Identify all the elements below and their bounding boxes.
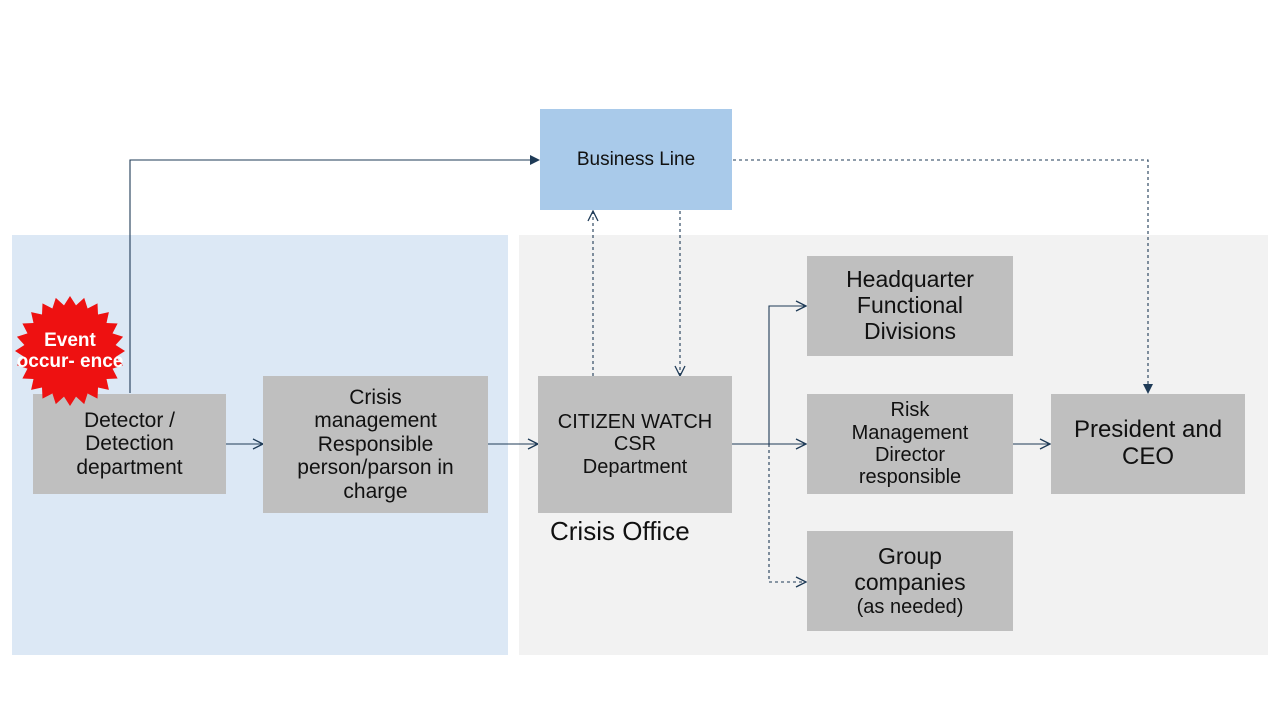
arrow-business-line-to-president — [733, 159, 1153, 394]
citizen-line-1: CITIZEN WATCH — [557, 410, 713, 433]
crisis-management-box: Crisis management Responsible person/par… — [263, 376, 488, 513]
group-companies-box: Group companies (as needed) — [807, 531, 1013, 631]
crisis-mgmt-line-5: charge — [343, 479, 408, 503]
risk-line-4: responsible — [858, 466, 962, 489]
crisis-office-label: Crisis Office — [550, 516, 690, 546]
risk-line-1: Risk — [890, 399, 930, 422]
citizen-line-3: Department — [582, 455, 688, 478]
detector-line-1: Detector / — [83, 408, 176, 432]
arrow-citizen-to-hq — [768, 306, 806, 444]
hq-line-3: Divisions — [863, 317, 956, 344]
detector-box: Detector / Detection department — [33, 394, 226, 494]
hq-line-2: Functional — [856, 292, 964, 319]
crisis-mgmt-line-4: person/parson in — [297, 456, 454, 480]
citizen-watch-box: CITIZEN WATCH CSR Department — [538, 376, 732, 513]
arrow-citizen-to-group — [768, 444, 806, 582]
detector-line-3: department — [76, 455, 183, 479]
president-line-2: CEO — [1121, 443, 1174, 470]
group-line-1: Group — [878, 543, 942, 570]
event-line-1: Event — [44, 329, 96, 351]
hq-line-1: Headquarter — [846, 266, 974, 293]
risk-line-3: Director — [874, 444, 945, 466]
risk-management-box: Risk Management Director responsible — [807, 394, 1013, 494]
arrow-detector-to-business-line — [129, 155, 540, 393]
crisis-mgmt-line-3: Responsible — [317, 432, 434, 456]
event-line-3: ence — [80, 351, 124, 372]
headquarter-box: Headquarter Functional Divisions — [807, 256, 1013, 356]
citizen-line-2: CSR — [613, 433, 657, 456]
business-line-box: Business Line — [540, 109, 732, 210]
group-line-3: (as needed) — [856, 595, 964, 618]
event-occurrence-label: Event occur- ence — [14, 295, 126, 407]
president-line-1: President and — [1073, 416, 1223, 444]
detector-line-2: Detection — [85, 432, 174, 456]
risk-line-2: Management — [851, 421, 969, 444]
event-burst-icon — [15, 296, 125, 406]
crisis-mgmt-line-2: management — [314, 409, 437, 433]
president-box: President and CEO — [1051, 394, 1245, 494]
group-line-2: companies — [854, 568, 966, 595]
business-line-label: Business Line — [576, 148, 696, 170]
crisis-mgmt-line-1: Crisis — [349, 385, 402, 409]
event-line-2: occur- — [16, 351, 75, 372]
